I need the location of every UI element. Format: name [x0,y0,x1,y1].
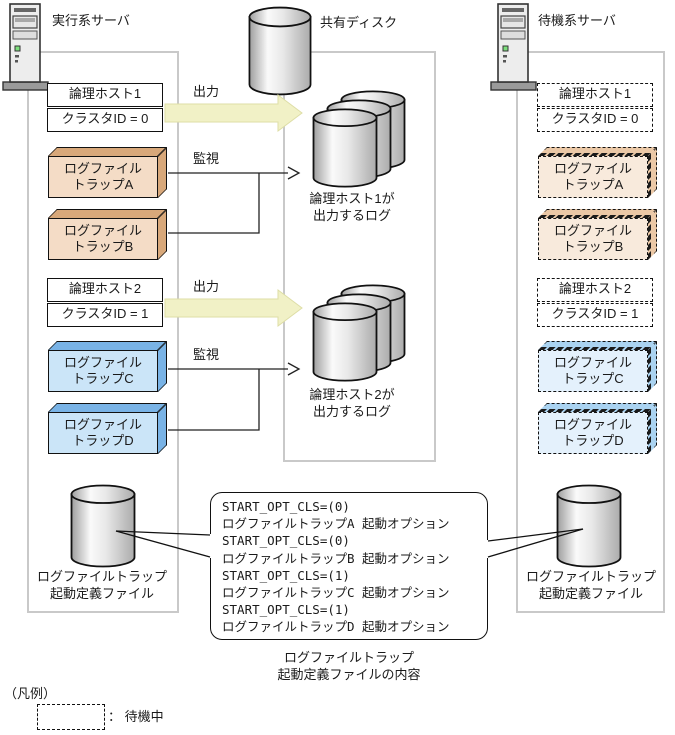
trap-b-side-face-standby [648,209,657,260]
standby-server-panel [516,51,665,613]
trap-d-box-active: ログファイルトラップD [48,403,167,454]
trap-b-side-face [158,209,167,260]
host2-name-standby: 論理ホスト2 [537,278,653,302]
trap-c-box-active: ログファイルトラップC [48,341,167,392]
host1-name: 論理ホスト1 [47,83,163,107]
startup-def-content-box: START_OPT_CLS=(0) ログファイルトラップA 起動オプション ST… [210,492,488,640]
standby-server-icon [490,3,538,93]
host2-box-active: 論理ホスト2 クラスタID = 1 [47,278,163,327]
trap-a-box-standby: ログファイルトラップA [538,147,657,198]
output-label-2: 出力 [193,279,220,294]
output-arrow-2 [164,289,303,327]
trap-c-top-face-standby [538,341,657,350]
startup-def-cylinder-standby [556,484,622,568]
host1-box-standby: 論理ホスト1 クラスタID = 0 [537,83,653,132]
trap-d-top-face [48,403,167,412]
trap-a-label-standby: ログファイルトラップA [538,156,648,198]
legend-standby-label: ： 待機中 [108,709,164,724]
monitor-label-1: 監視 [193,151,220,166]
trap-c-label-standby: ログファイルトラップC [538,350,648,392]
content-line: START_OPT_CLS=(0) [222,499,350,514]
trap-b-box-standby: ログファイルトラップB [538,209,657,260]
host2-logs-cylinders [312,284,406,382]
trap-a-side-face-standby [648,147,657,198]
trap-a-box-active: ログファイルトラップA [48,147,167,198]
output-arrow-1 [164,94,303,132]
legend-title: （凡例） [4,686,57,701]
monitor-line-d [168,369,260,431]
host2-box-standby: 論理ホスト2 クラスタID = 1 [537,278,653,327]
trap-b-top-face-standby [538,209,657,218]
trap-a-top-face-standby [538,147,657,156]
trap-d-side-face-standby [648,403,657,454]
host1-cluster-id: クラスタID = 0 [47,108,163,132]
startup-def-label-standby: ログファイルトラップ 起動定義ファイル [525,569,656,601]
shared-disk-cylinder [248,6,312,96]
trap-b-label: ログファイルトラップB [48,218,158,260]
content-line: ログファイルトラップD 起動オプション [222,619,450,635]
trap-a-label: ログファイルトラップA [48,156,158,198]
trap-d-label: ログファイルトラップD [48,412,158,454]
trap-b-top-face [48,209,167,218]
content-box-caption: ログファイルトラップ 起動定義ファイルの内容 [277,650,421,682]
trap-c-label: ログファイルトラップC [48,350,158,392]
content-line: START_OPT_CLS=(1) [222,567,350,583]
trap-b-box-active: ログファイルトラップB [48,209,167,260]
trap-c-top-face [48,341,167,350]
trap-c-side-face-standby [648,341,657,392]
trap-b-label-standby: ログファイルトラップB [538,218,648,260]
active-server-icon [2,3,50,93]
content-line: START_OPT_CLS=(1) [222,602,350,618]
shared-disk-label: 共有ディスク [320,15,398,30]
standby-server-label: 待機系サーバ [538,13,616,28]
content-line: ログファイルトラップA 起動オプション [222,516,450,532]
host2-name: 論理ホスト2 [47,278,163,302]
host1-name-standby: 論理ホスト1 [537,83,653,107]
trap-d-box-standby: ログファイルトラップD [538,403,657,454]
startup-def-label-active: ログファイルトラップ 起動定義ファイル [36,569,167,601]
trap-a-top-face [48,147,167,156]
host2-cluster-id-standby: クラスタID = 1 [537,303,653,327]
monitor-label-2: 監視 [193,347,220,362]
trap-c-side-face [158,341,167,392]
trap-d-side-face [158,403,167,454]
host1-logs-label: 論理ホスト1が 出力するログ [309,191,395,223]
trap-d-top-face-standby [538,403,657,412]
active-server-label: 実行系サーバ [52,13,130,28]
monitor-line-b [168,173,260,234]
host1-logs-cylinders [312,90,406,188]
content-line: ログファイルトラップB 起動オプション [222,550,450,566]
trap-d-label-standby: ログファイルトラップD [538,412,648,454]
host2-cluster-id: クラスタID = 1 [47,303,163,327]
legend-standby-box [37,704,105,730]
trap-a-side-face [158,147,167,198]
output-label-1: 出力 [193,84,220,99]
trap-c-box-standby: ログファイルトラップC [538,341,657,392]
host1-cluster-id-standby: クラスタID = 0 [537,108,653,132]
host1-box-active: 論理ホスト1 クラスタID = 0 [47,83,163,132]
startup-def-cylinder-active [70,484,136,568]
content-line: START_OPT_CLS=(0) [222,533,350,549]
host2-logs-label: 論理ホスト2が 出力するログ [309,387,395,419]
content-line: ログファイルトラップC 起動オプション [222,585,450,601]
